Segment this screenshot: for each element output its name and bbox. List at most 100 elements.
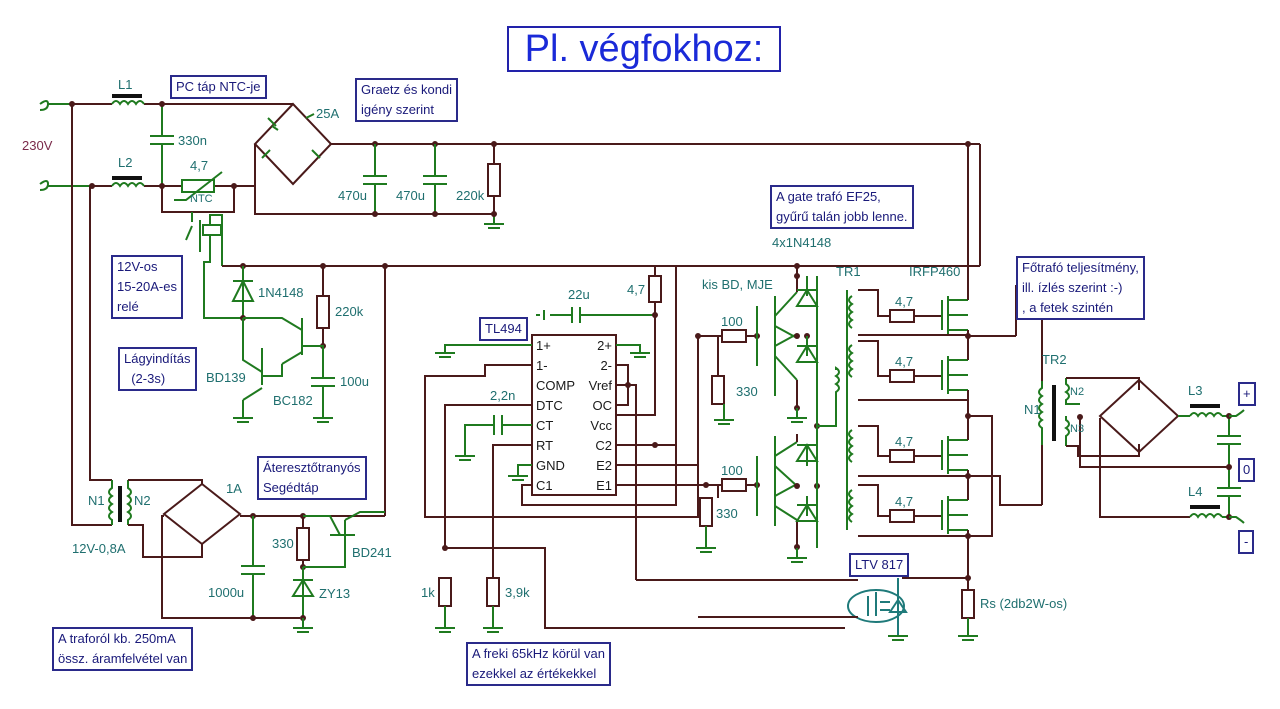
pin-2plus: 2+ [597, 338, 612, 353]
label-1k: 1k [421, 585, 435, 600]
label-tr1: TR1 [836, 264, 861, 279]
label-l4: L4 [1188, 484, 1202, 499]
gate-drivers [695, 263, 840, 563]
label-rg4: 4,7 [895, 494, 913, 509]
label-driver-transistors: kis BD, MJE [702, 277, 773, 292]
pin-comp: COMP [536, 378, 575, 393]
gate-transformer-tr1 [846, 289, 968, 537]
label-bd241: BD241 [352, 545, 392, 560]
output-zero-terminal: 0 [1238, 458, 1256, 482]
output-minus-terminal: - [1238, 530, 1255, 554]
softstart-circuit [231, 263, 388, 516]
optocoupler-ltv817 [636, 578, 908, 641]
note-gate-trafo: A gate trafó EF25, gyűrű talán jobb lenn… [770, 185, 914, 229]
label-220k: 220k [335, 304, 364, 319]
note-pc-ntc: PC táp NTC-je [170, 75, 267, 99]
bridge-rectifier-aux [161, 482, 385, 633]
note-relay: 12V-os 15-20A-es relé [111, 255, 183, 319]
label-470u-a: 470u [338, 188, 367, 203]
label-aux-trafo: 12V-0,8A [72, 541, 126, 556]
label-zy13: ZY13 [319, 586, 350, 601]
pin-gnd: GND [536, 458, 565, 473]
pin-vcc: Vcc [590, 418, 612, 433]
pin-oc: OC [593, 398, 613, 413]
pin-ct: CT [536, 418, 553, 433]
note-tl494: TL494 [479, 317, 528, 341]
tl494-pin-labels: 1+ 1- COMP DTC CT RT GND C1 2+ 2- Vref O… [536, 338, 612, 493]
capacitor-330n [150, 101, 174, 189]
label-n2: N2 [134, 493, 151, 508]
note-softstart: Lágyindítás (2-3s) [118, 347, 197, 391]
label-tr2: TR2 [1042, 352, 1067, 367]
pin-dtc: DTC [536, 398, 563, 413]
label-470u-b: 470u [396, 188, 425, 203]
note-aux-supply: Áteresztőtranyós Segédtáp [257, 456, 367, 500]
note-graetz: Graetz és kondi igény szerint [355, 78, 459, 122]
label-tr2-n3: N3 [1070, 423, 1084, 435]
label-1n4148: 1N4148 [258, 285, 304, 300]
pin-e1: E1 [596, 478, 612, 493]
label-rg3: 4,7 [895, 434, 913, 449]
pin-1minus: 1- [536, 358, 548, 373]
note-current: A traforól kb. 250mA össz. áramfelvétel … [52, 627, 194, 671]
output-plus-terminal: + [1238, 382, 1256, 406]
inductor-l2 [111, 176, 145, 188]
label-ntc-value: 4,7 [190, 158, 208, 173]
label-l1: L1 [118, 77, 132, 92]
label-l3: L3 [1188, 383, 1202, 398]
bridge-rectifier-main [234, 102, 980, 215]
page-title: Pl. végfokhoz: [507, 26, 781, 72]
label-2-2n: 2,2n [490, 388, 515, 403]
label-rs: Rs (2db2W-os) [980, 596, 1067, 611]
component-labels: 230V L1 L2 330n 4,7 NTC 25A 470u 470u 22… [22, 77, 1202, 611]
label-l2: L2 [118, 155, 132, 170]
note-ltv817: LTV 817 [849, 553, 910, 577]
label-4-7-vcc: 4,7 [627, 282, 645, 297]
note-frequency: A freki 65kHz körül van ezekkel az érték… [466, 642, 611, 686]
label-330-a: 330 [736, 384, 758, 399]
label-ntc: NTC [190, 193, 213, 205]
label-bd139: BD139 [206, 370, 246, 385]
inductor-l3 [1189, 404, 1223, 418]
inductor-l4 [1189, 505, 1223, 519]
tl494-ic [424, 266, 845, 633]
inductor-l1 [111, 94, 145, 106]
pin-rt: RT [536, 438, 553, 453]
label-1a: 1A [226, 481, 242, 496]
pin-vref: Vref [589, 378, 613, 393]
label-100-b: 100 [721, 463, 743, 478]
label-330n: 330n [178, 133, 207, 148]
label-rg2: 4,7 [895, 354, 913, 369]
pin-1plus: 1+ [536, 338, 551, 353]
ntc-thermistor [161, 171, 255, 213]
pin-e2: E2 [596, 458, 612, 473]
label-25a: 25A [316, 106, 339, 121]
label-3-9k: 3,9k [505, 585, 530, 600]
label-100u: 100u [340, 374, 369, 389]
label-330-aux: 330 [272, 536, 294, 551]
pin-c2: C2 [595, 438, 612, 453]
label-tr2-n2: N2 [1070, 386, 1084, 398]
label-n1: N1 [88, 493, 105, 508]
label-4x1n4148: 4x1N4148 [772, 235, 831, 250]
aux-transformer [108, 479, 203, 558]
label-rg1: 4,7 [895, 294, 913, 309]
relay [185, 212, 980, 319]
label-bc182: BC182 [273, 393, 313, 408]
label-100-a: 100 [721, 314, 743, 329]
label-22u: 22u [568, 287, 590, 302]
label-220k-bleed: 220k [456, 188, 485, 203]
mosfets-irfp460 [902, 141, 1042, 641]
label-330-b: 330 [716, 506, 738, 521]
bridge-rectifier-output [1098, 378, 1245, 524]
pin-2minus: 2- [600, 358, 612, 373]
label-tr2-n1: N1 [1024, 402, 1041, 417]
pin-c1: C1 [536, 478, 553, 493]
label-1000u: 1000u [208, 585, 244, 600]
label-irfp460: IRFP460 [909, 264, 960, 279]
note-main-trafo: Főtrafó teljesítmény, ill. ízlés szerint… [1016, 256, 1145, 320]
bulk-capacitors [363, 144, 504, 229]
label-mains: 230V [22, 138, 53, 153]
main-transformer-tr2 [1038, 286, 1229, 518]
